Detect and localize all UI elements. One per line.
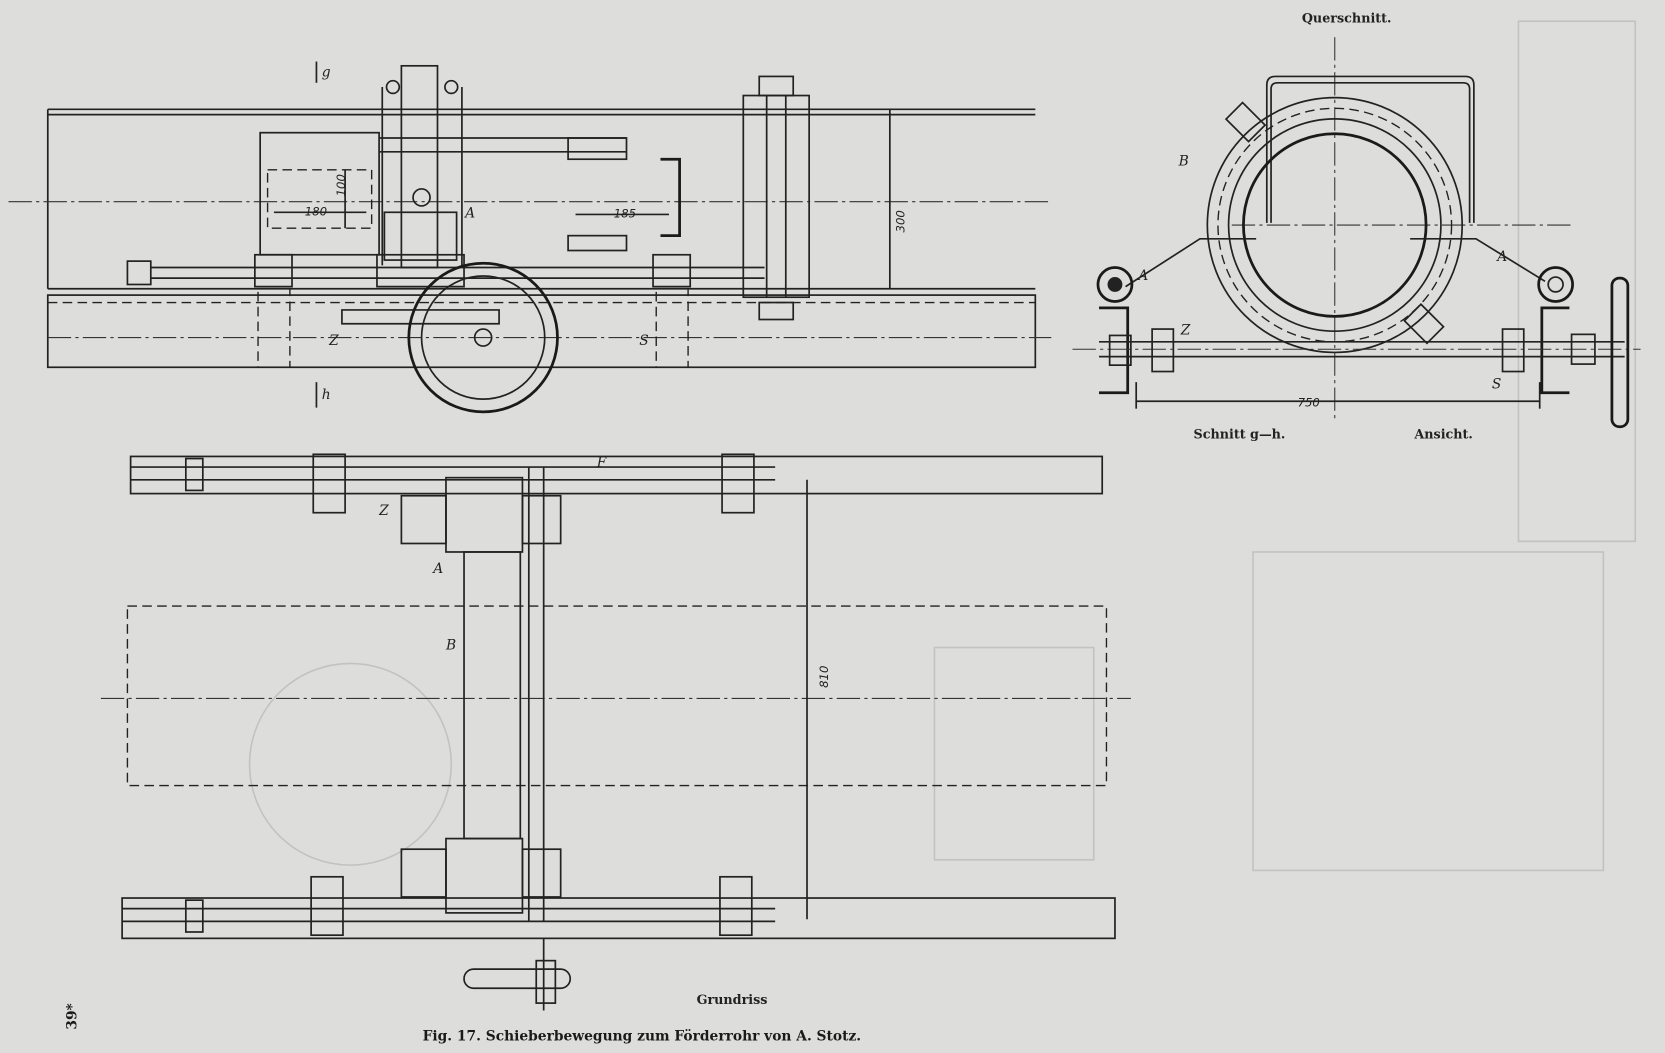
dim-185: 185 bbox=[614, 207, 636, 221]
dim-750: 750 bbox=[1298, 396, 1320, 410]
page-number: 39* bbox=[64, 1003, 80, 1029]
letter-a: A bbox=[463, 206, 475, 222]
letter-a-left: A bbox=[1136, 268, 1148, 284]
cross-section-title: Querschnitt. bbox=[1302, 11, 1392, 26]
dim-810: 810 bbox=[817, 666, 831, 688]
figure-caption: Fig. 17. Schieberbewegung zum Förderrohr… bbox=[423, 1028, 861, 1044]
bleed-through bbox=[248, 20, 1637, 872]
plan-label: Grundriss bbox=[697, 993, 768, 1008]
letter-z: Z bbox=[328, 333, 339, 349]
letter-s-section: S bbox=[1492, 377, 1501, 393]
letter-g: g bbox=[322, 64, 331, 80]
letter-a-plan: A bbox=[431, 561, 443, 577]
letter-s: S bbox=[639, 333, 648, 349]
dim-300: 300 bbox=[894, 210, 908, 232]
elevation-labels: 180 100 185 300 g h A Z S bbox=[305, 64, 908, 403]
dim-100: 100 bbox=[334, 174, 348, 196]
letter-h: h bbox=[322, 387, 331, 403]
side-elevation bbox=[8, 61, 1052, 414]
letter-z-plan: Z bbox=[378, 503, 389, 519]
plan-view: 810 F Z A B Grundriss bbox=[100, 453, 1131, 1011]
cross-section: Querschnitt. 750 B A A Z S Schni bbox=[1072, 11, 1641, 442]
section-label: Schnitt g—h. bbox=[1194, 427, 1286, 442]
dim-180: 180 bbox=[305, 204, 327, 218]
letter-f: F bbox=[596, 455, 607, 471]
letter-b-section: B bbox=[1178, 154, 1189, 170]
letter-b-plan: B bbox=[445, 638, 456, 654]
letter-z-section: Z bbox=[1180, 322, 1191, 338]
letter-a-right: A bbox=[1495, 249, 1507, 265]
view-label: Ansicht. bbox=[1413, 427, 1472, 442]
